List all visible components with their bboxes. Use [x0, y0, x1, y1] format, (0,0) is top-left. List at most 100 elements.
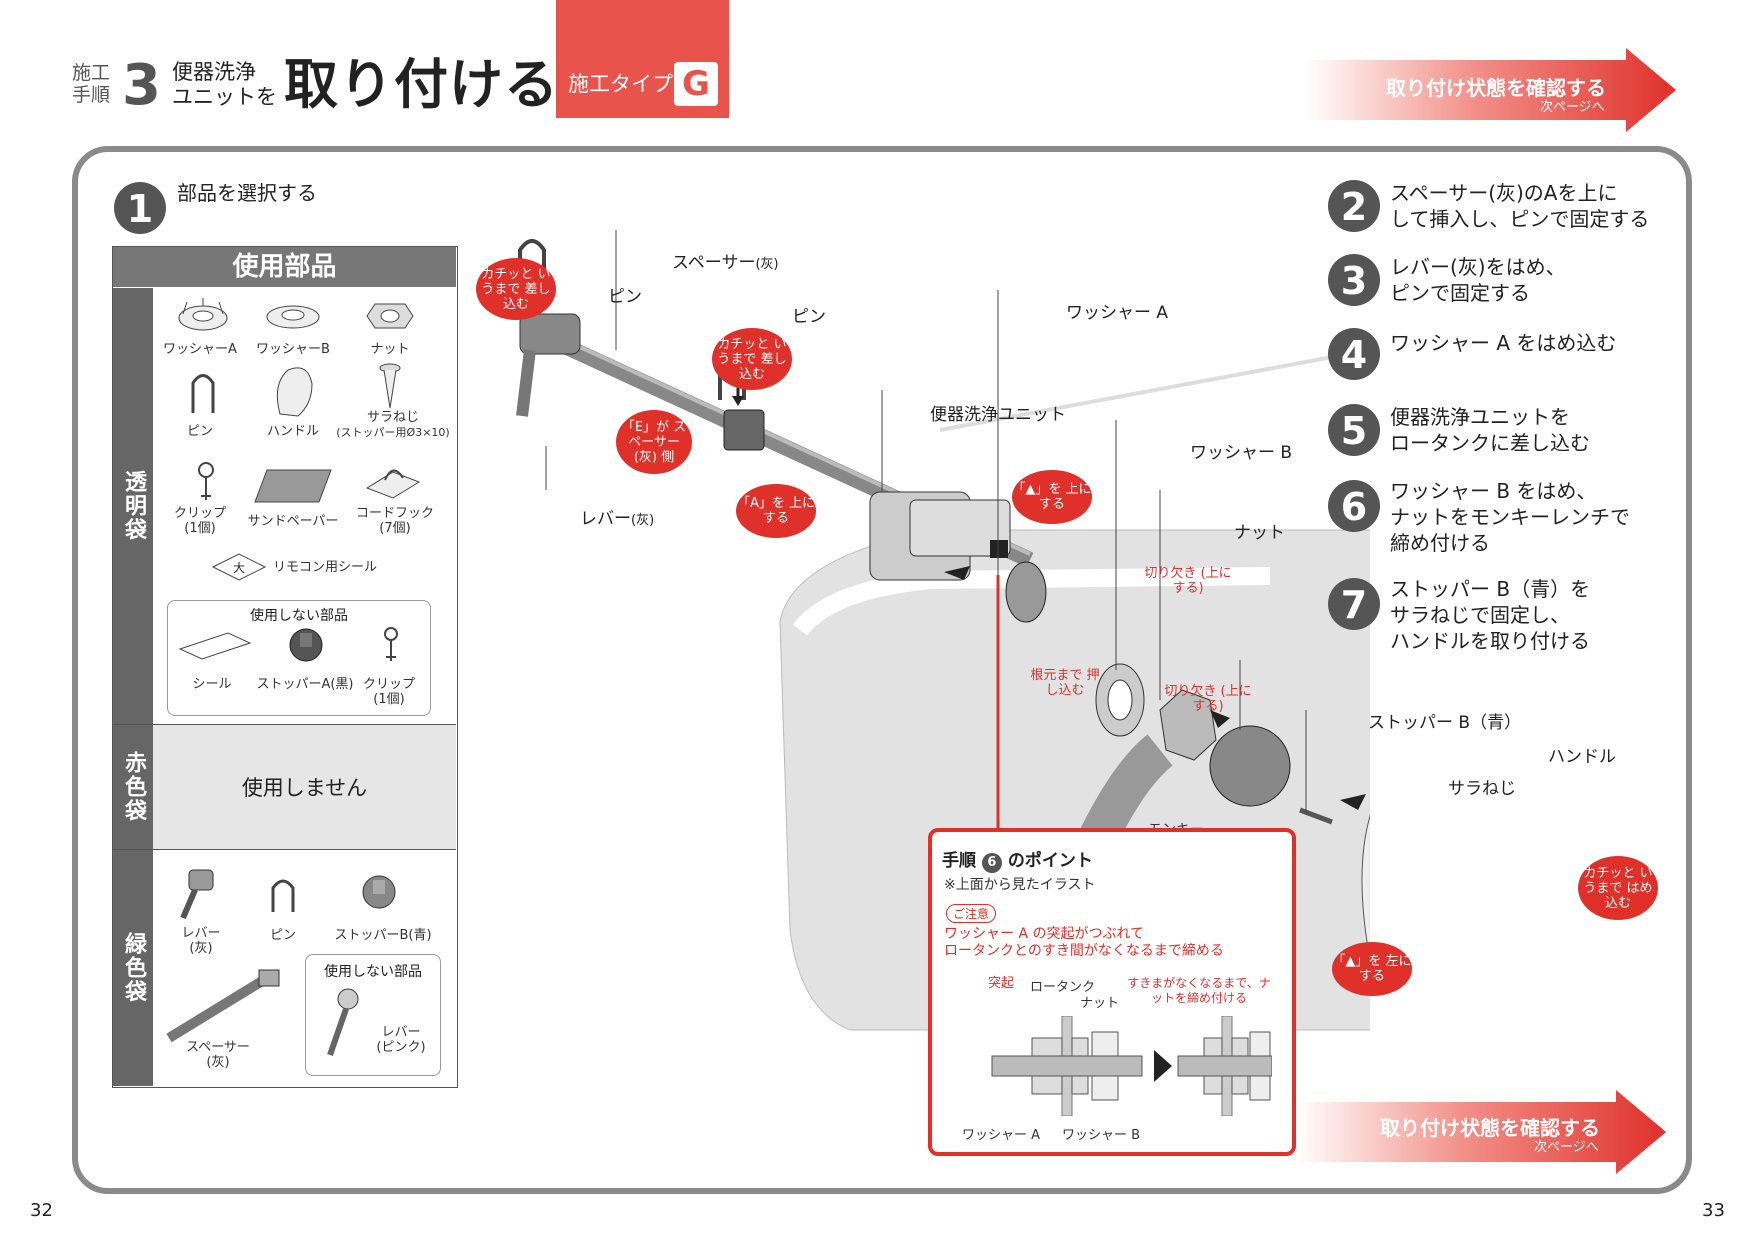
- green-bag-tab: 緑色袋: [113, 850, 153, 1086]
- lever-text: レバー: [580, 509, 631, 529]
- screw-icon: [379, 363, 401, 409]
- part-label-lever-gray: レバー (灰): [161, 926, 241, 956]
- part-label-cord-hook: コードフック (7個): [345, 506, 445, 536]
- header-step-number: 3: [122, 53, 161, 118]
- screw-note: (ストッパー用Ø3×10): [336, 426, 450, 439]
- clear-bag-tab: 透明袋: [113, 288, 153, 724]
- green-bag-area: レバー (灰) ピン ストッパーB(青) スペーサー (灰) 使用しない部品 レ…: [153, 850, 456, 1086]
- sandpaper-icon: [254, 469, 332, 503]
- label-notch-1: 切り欠き (上にする): [1144, 566, 1232, 596]
- part-label-handle: ハンドル: [266, 424, 319, 439]
- point-title: 手順 6 のポイント: [942, 846, 1093, 873]
- svg-text:大: 大: [233, 561, 245, 575]
- step-3-circle: 3: [1328, 254, 1380, 306]
- label-protrusion: 突起: [988, 976, 1015, 991]
- arrow-banner-shape: [1306, 48, 1676, 132]
- next-link-sub: 次ページへ: [1540, 100, 1605, 115]
- unused-clip-icon: [384, 627, 398, 661]
- step-2-circle: 2: [1328, 180, 1380, 232]
- step-2-text: スペーサー(灰)のAを上にして挿入し、ピンで固定する: [1390, 180, 1649, 232]
- unused-label-lever-pink: レバー (ピンク): [366, 1025, 436, 1055]
- step-3-text: レバー(灰)をはめ、ピンで固定する: [1390, 254, 1566, 306]
- unused-label-clip: クリップ (1個): [354, 677, 424, 707]
- step6-point-box: 手順 6 のポイント ※上面から見たイラスト ご注意 ワッシャー A の突起がつ…: [928, 828, 1296, 1156]
- red-bag-tab: 赤色袋: [113, 725, 153, 849]
- handle-icon: [276, 367, 313, 417]
- unused-label-seal: シール: [192, 677, 232, 692]
- label-notch-2: 切り欠き (上にする): [1164, 684, 1252, 714]
- lever-pink-icon: [327, 988, 359, 1056]
- remote-seal-icon: 大: [211, 553, 267, 581]
- point-title-pre: 手順: [942, 851, 976, 871]
- step-5-line-1: 便器洗浄ユニットを: [1390, 405, 1570, 429]
- step-4-circle: 4: [1328, 328, 1380, 380]
- pink-lever-note: (ピンク): [376, 1040, 426, 1055]
- spacer-icon: [166, 969, 280, 1043]
- point-title-post: のポイント: [1007, 851, 1093, 871]
- step-6-circle: 6: [1328, 480, 1380, 532]
- header-step-word: 施工 手順: [72, 62, 110, 106]
- arrow-banner-shape: [1296, 1090, 1666, 1174]
- pink-lever-label: レバー: [381, 1025, 421, 1040]
- warning-line-1: ワッシャー A の突起がつぶれて: [944, 926, 1145, 942]
- callout-triangle-up: 「▲」を 上にする: [1012, 470, 1092, 524]
- point-title-number: 6: [981, 853, 1002, 873]
- step-3-line-2: ピンで固定する: [1390, 281, 1530, 305]
- point-warning: ワッシャー A の突起がつぶれて ロータンクとのすき間がなくなるまで締める: [944, 926, 1224, 960]
- bottom-link-main: 取り付け状態を確認する: [1380, 1116, 1600, 1140]
- clear-bag-area: ワッシャーA ワッシャーB ナット ピン ハンドル サラねじ (ストッパー用Ø3…: [153, 288, 456, 724]
- label-washer-a: ワッシャー A: [1066, 303, 1169, 323]
- bottom-link-sub: 次ページへ: [1534, 1140, 1599, 1155]
- warning-line-2: ロータンクとのすき間がなくなるまで締める: [944, 943, 1224, 959]
- type-letter-badge: G: [674, 62, 718, 106]
- spacer-note-text: (灰): [755, 257, 779, 272]
- step-5-circle: 5: [1328, 404, 1380, 456]
- washer-a-icon: [178, 298, 228, 331]
- unused-clip-label: クリップ: [362, 677, 415, 692]
- part-label-remote-seal: リモコン用シール: [273, 560, 378, 575]
- label-stopper-b: ストッパー B（青）: [1368, 713, 1522, 733]
- clip-label: クリップ: [173, 506, 226, 521]
- point-illustration: [991, 1016, 1272, 1116]
- callout-e-spacer-side: 「E」が スペーサー (灰) 側: [616, 410, 692, 474]
- step-word-2: 手順: [72, 84, 111, 106]
- step-5-text: 便器洗浄ユニットをロータンクに差し込む: [1390, 404, 1590, 456]
- next-page-link-bottom[interactable]: 取り付け状態を確認する 次ページへ: [1296, 1090, 1666, 1174]
- part-label-screw: サラねじ (ストッパー用Ø3×10): [333, 410, 453, 440]
- label-nut: ナット: [1234, 523, 1285, 543]
- step-7-line-3: ハンドルを取り付ける: [1390, 629, 1590, 653]
- unit-line-2: ユニットを: [172, 85, 277, 109]
- part-label-nut: ナット: [370, 342, 410, 357]
- part-label-sandpaper: サンドペーパー: [247, 514, 339, 529]
- spacer-label: スペーサー: [186, 1040, 250, 1055]
- parts-header: 使用部品: [113, 247, 456, 287]
- lever-gray-icon: [180, 869, 214, 920]
- step-4-text: ワッシャー A をはめ込む: [1390, 331, 1617, 355]
- label-pin-1: ピン: [608, 287, 642, 307]
- label-handle: ハンドル: [1548, 747, 1616, 767]
- step-1-text: 部品を選択する: [177, 181, 317, 205]
- cord-hook-label: コードフック: [355, 506, 434, 521]
- part-label-washer-b: ワッシャーB: [256, 342, 330, 357]
- callout-click-insert-2: カチッと いうまで 差し込む: [712, 328, 792, 390]
- divider: [113, 724, 456, 725]
- clear-bag-unused-box: 使用しない部品 シール ストッパーA(黒) クリップ (1個): [167, 600, 431, 716]
- next-page-link-top[interactable]: 取り付け状態を確認する 次ページへ: [1306, 48, 1676, 132]
- stopper-a-icon: [289, 628, 323, 662]
- part-label-washer-a: ワッシャーA: [163, 342, 237, 357]
- step-word-1: 施工: [72, 62, 111, 84]
- label-push-in: 根元まで 押し込む: [1030, 668, 1100, 698]
- part-label-pin-green: ピン: [269, 928, 296, 943]
- callout-triangle-left: 「▲」を 左にする: [1332, 942, 1412, 996]
- part-label-stopper-b: ストッパーB(青): [334, 928, 432, 943]
- unused-clip-note: (1個): [373, 692, 405, 707]
- label-washer-b: ワッシャー B: [1190, 443, 1293, 463]
- divider: [113, 849, 456, 850]
- type-label: 施工タイプ: [568, 72, 673, 96]
- construction-type-box: 施工タイプ G: [556, 0, 729, 118]
- lever-label: レバー: [181, 926, 221, 941]
- spacer-note: (灰): [206, 1055, 230, 1070]
- callout-a-up: 「A」を 上にする: [736, 484, 816, 538]
- step-2-line-2: して挿入し、ピンで固定する: [1390, 207, 1650, 231]
- step-7-text: ストッパー B（青）をサラねじで固定し、ハンドルを取り付ける: [1390, 576, 1590, 654]
